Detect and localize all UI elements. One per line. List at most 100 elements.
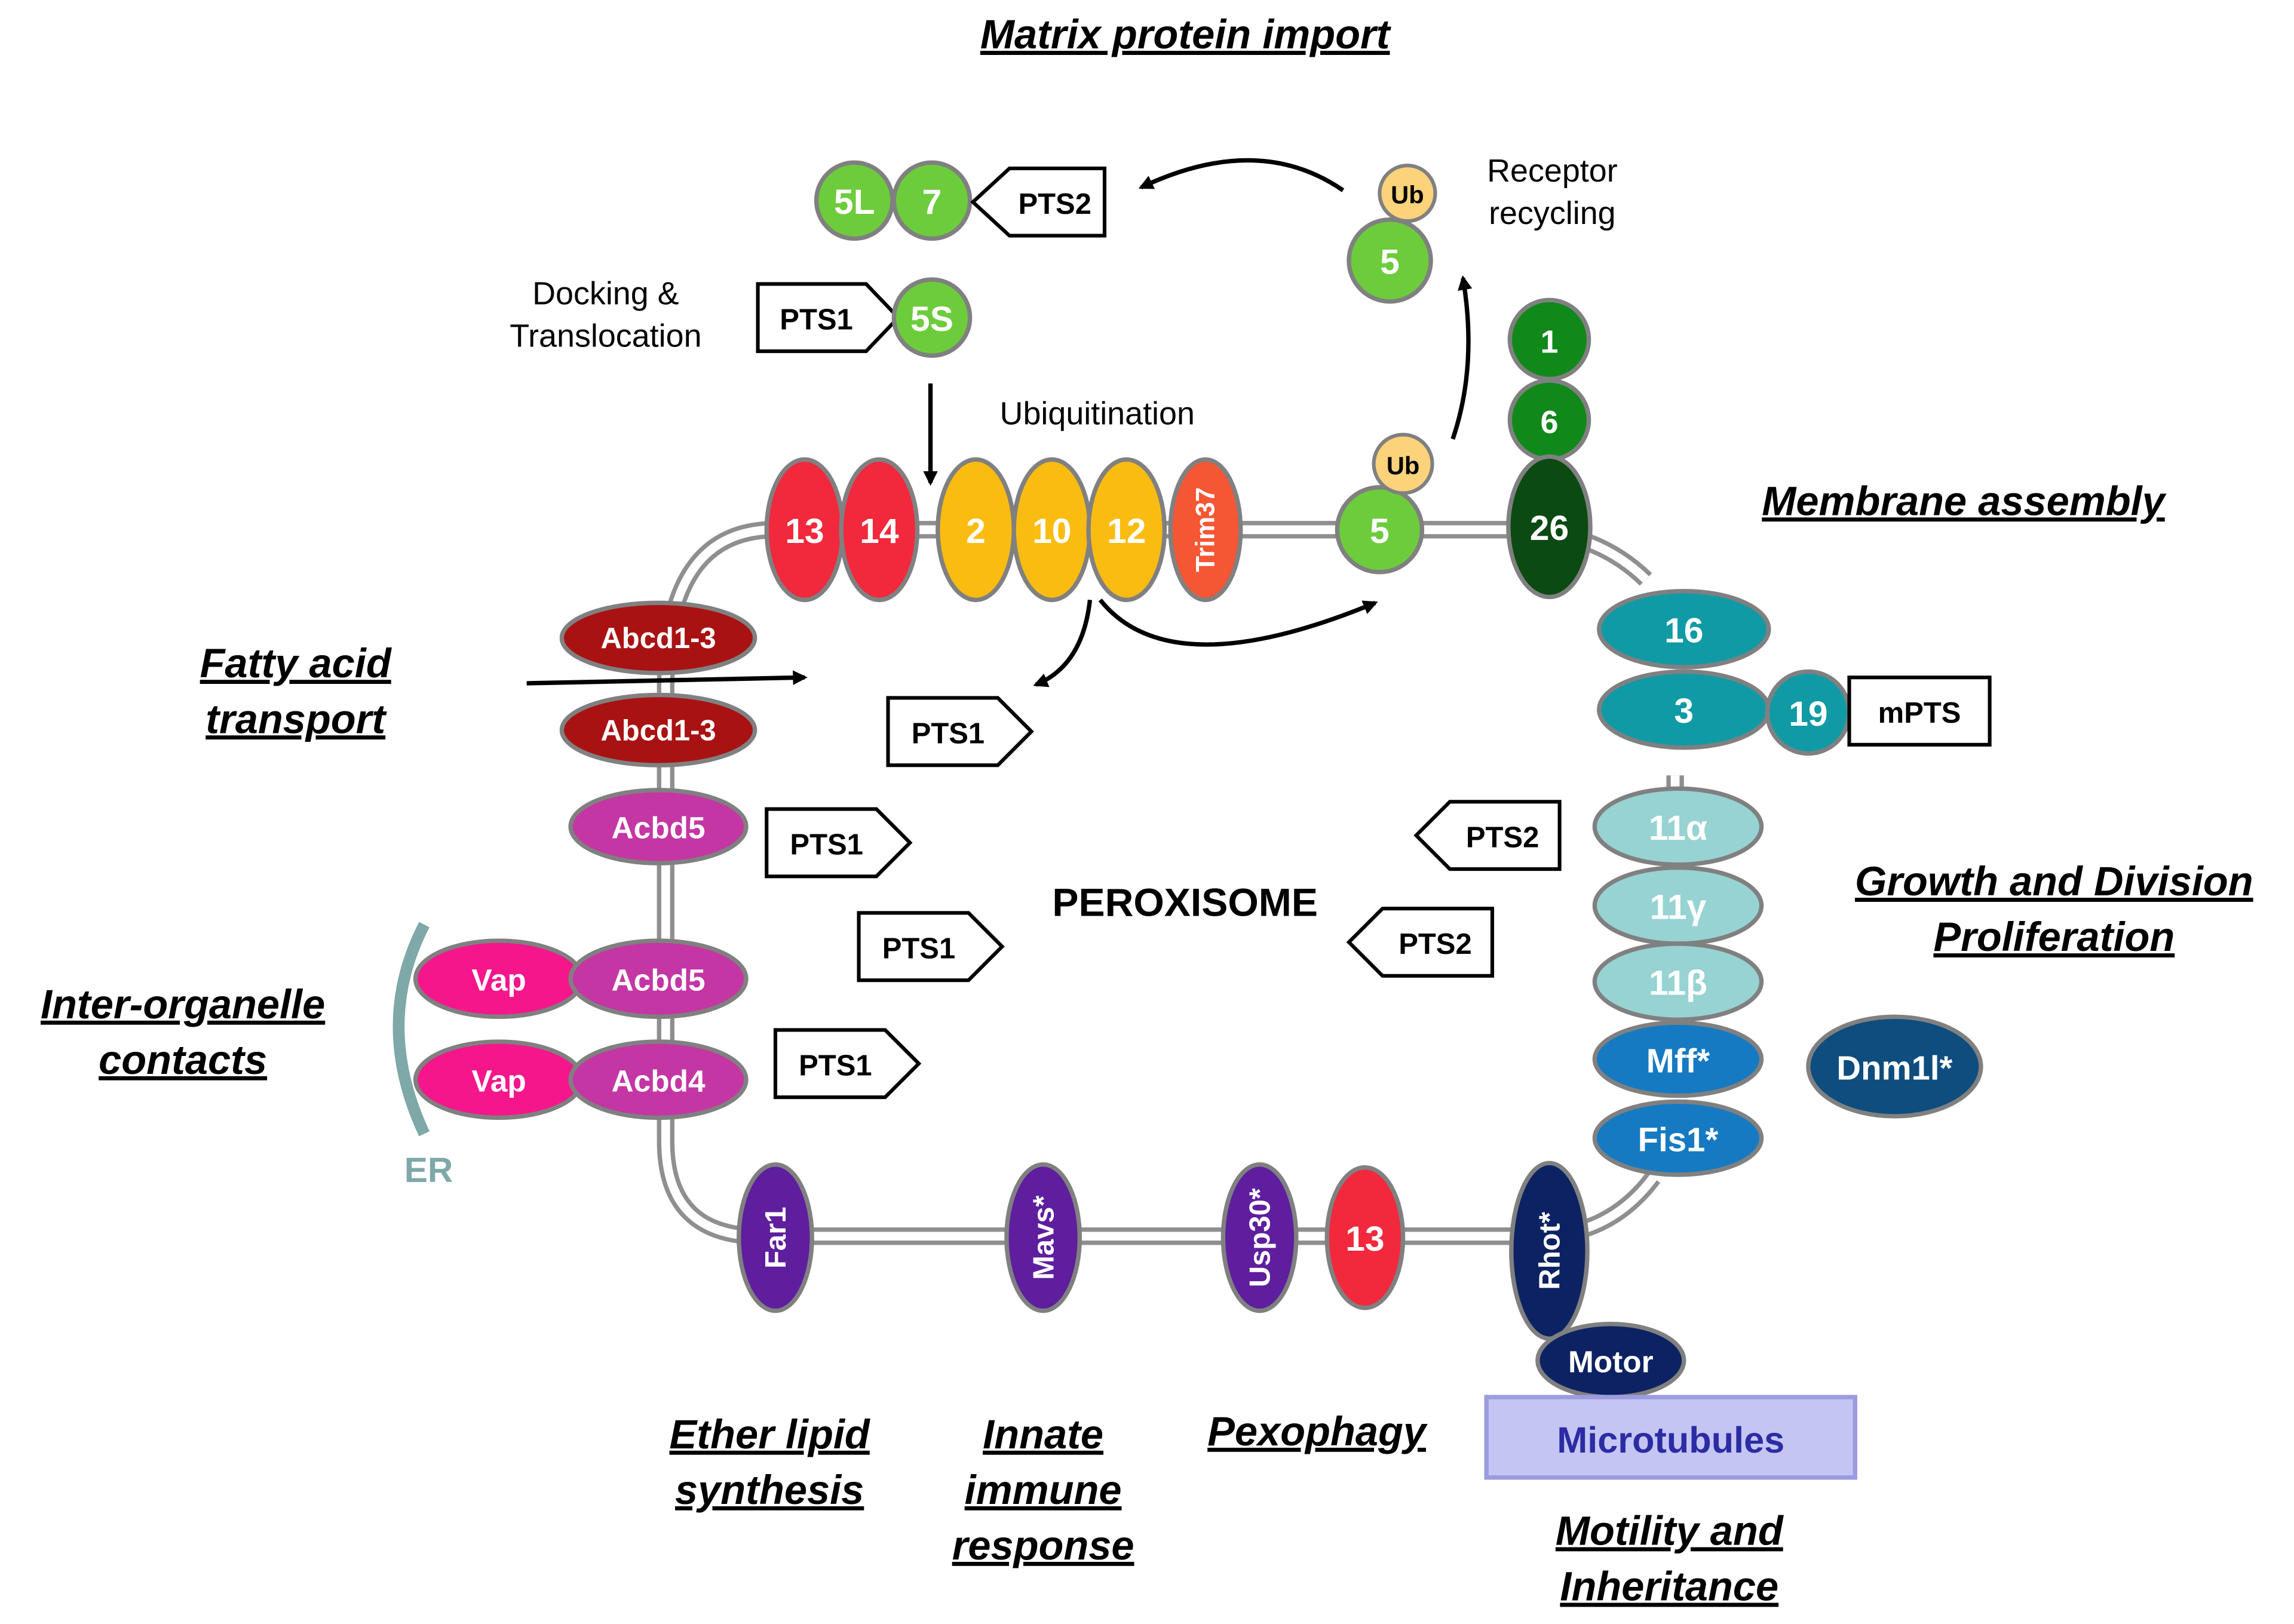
caption-membrane-assembly: Membrane assembly [1762, 478, 2166, 524]
svg-text:Motor: Motor [1568, 1344, 1654, 1379]
svg-text:13: 13 [1345, 1220, 1384, 1258]
svg-text:5S: 5S [910, 300, 953, 339]
svg-text:Dnm1l*: Dnm1l* [1836, 1049, 1952, 1087]
node-pex26: 26 [1506, 454, 1593, 600]
svg-text:PTS2: PTS2 [1399, 928, 1471, 960]
node-ub-membrane: Ub [1372, 432, 1434, 495]
svg-text:5L: 5L [834, 183, 875, 222]
svg-text:Acbd5: Acbd5 [611, 962, 705, 997]
svg-text:11β: 11β [1649, 964, 1707, 1003]
node-ub-recycled: Ub [1378, 163, 1437, 223]
node-pex5s: 5S [891, 277, 973, 358]
er-membrane [392, 922, 430, 1137]
caption-fatty-acid-2: transport [206, 696, 387, 742]
svg-text:Usp30*: Usp30* [1244, 1187, 1277, 1287]
signal-pts1-b: PTS1 [857, 911, 1005, 983]
docking-label-2: Translocation [510, 318, 701, 354]
svg-text:Mff*: Mff* [1646, 1042, 1710, 1079]
node-pex6: 6 [1507, 378, 1591, 462]
microtubules-box: Microtubules [1484, 1395, 1857, 1480]
node-pex7: 7 [891, 160, 973, 241]
svg-text:3: 3 [1674, 692, 1694, 730]
signal-pts1-a: PTS1 [765, 807, 913, 879]
node-vap-bottom: Vap [413, 1039, 585, 1120]
caption-fatty-acid-1: Fatty acid [200, 640, 392, 686]
node-far1: Far1 [737, 1162, 814, 1313]
caption-motility-2: Inheritance [1560, 1564, 1778, 1610]
svg-text:Vap: Vap [471, 962, 526, 997]
caption-motility-1: Motility and [1556, 1508, 1784, 1554]
recycling-label-1: Receptor [1487, 153, 1618, 189]
signal-pts1-c: PTS1 [773, 1028, 922, 1100]
svg-text:PTS1: PTS1 [912, 717, 985, 750]
svg-text:Fis1*: Fis1* [1638, 1121, 1719, 1159]
peroxisome-label: PEROXISOME [1052, 880, 1318, 925]
svg-text:7: 7 [922, 183, 942, 222]
svg-text:Far1: Far1 [760, 1207, 792, 1268]
node-mavs: Mavs* [1004, 1162, 1082, 1313]
node-vap-top: Vap [413, 938, 585, 1020]
node-pex5l: 5L [814, 160, 895, 241]
ubiquitination-arrow-right [1098, 598, 1378, 647]
svg-text:Ub: Ub [1391, 181, 1424, 209]
caption-matrix-protein-import: Matrix protein import [980, 11, 1392, 57]
recycling-arrow-up [1450, 275, 1473, 440]
node-rhot: Rhot* [1509, 1161, 1590, 1341]
node-pex5-membrane: 5 [1335, 485, 1425, 575]
caption-ether-lipid-1: Ether lipid [670, 1411, 871, 1457]
node-pex10: 10 [1011, 457, 1093, 603]
signal-pts1-released: PTS1 [886, 696, 1034, 768]
node-motor: Motor [1535, 1321, 1686, 1399]
caption-ether-lipid-2: synthesis [675, 1467, 864, 1513]
node-pex5-recycled: 5 [1347, 217, 1433, 304]
arrows [526, 158, 1473, 687]
svg-text:1: 1 [1540, 324, 1558, 360]
svg-text:Abcd1-3: Abcd1-3 [600, 715, 716, 747]
node-pex14: 14 [839, 457, 920, 603]
svg-text:PTS1: PTS1 [790, 829, 863, 861]
node-acbd5-top: Acbd5 [568, 788, 749, 865]
svg-text:26: 26 [1530, 509, 1569, 548]
svg-text:Mavs*: Mavs* [1028, 1195, 1060, 1279]
node-pex13-bottom: 13 [1324, 1165, 1406, 1310]
er-label: ER [404, 1151, 453, 1190]
svg-text:PTS2: PTS2 [1466, 821, 1539, 854]
docking-label-1: Docking & [532, 276, 679, 312]
node-pex2: 2 [936, 457, 1016, 603]
svg-text:Microtubules: Microtubules [1557, 1420, 1784, 1460]
svg-text:13: 13 [785, 512, 824, 551]
node-mff: Mff* [1592, 1020, 1764, 1098]
node-pex12: 12 [1086, 457, 1167, 603]
svg-text:11α: 11α [1649, 809, 1707, 848]
node-abcd-top: Abcd1-3 [559, 600, 757, 676]
svg-text:PTS2: PTS2 [1018, 188, 1091, 220]
svg-text:16: 16 [1664, 611, 1703, 650]
svg-text:11γ: 11γ [1650, 888, 1707, 926]
recycling-arrow-to-pex7 [1138, 158, 1345, 192]
fatty-acid-arrow [526, 670, 808, 686]
svg-text:5: 5 [1380, 242, 1400, 281]
svg-text:Abcd1-3: Abcd1-3 [600, 622, 716, 655]
node-fis1: Fis1* [1592, 1099, 1764, 1177]
node-acbd4: Acbd4 [568, 1039, 749, 1120]
signal-pts2-top: PTS2 [970, 166, 1107, 238]
svg-text:mPTS: mPTS [1878, 697, 1961, 729]
svg-text:10: 10 [1032, 512, 1071, 551]
caption-growth-1: Growth and Division [1855, 858, 2253, 904]
signal-pts2-a: PTS2 [1413, 800, 1562, 871]
svg-text:PTS1: PTS1 [780, 303, 852, 336]
node-pex13-top: 13 [764, 457, 845, 603]
signal-mpts: mPTS [1847, 676, 1992, 747]
ubiquitination-arrow-pts1 [1033, 599, 1093, 687]
node-acbd5-bottom: Acbd5 [568, 938, 749, 1020]
svg-text:6: 6 [1540, 404, 1558, 440]
node-usp30: Usp30* [1220, 1162, 1299, 1313]
svg-text:Trim37: Trim37 [1191, 487, 1220, 572]
svg-text:PTS1: PTS1 [882, 932, 955, 965]
node-pex11b: 11β [1592, 941, 1764, 1022]
signal-pts1-top: PTS1 [756, 282, 901, 354]
node-dnm1l: Dnm1l* [1806, 1014, 1983, 1119]
svg-text:PTS1: PTS1 [799, 1049, 872, 1082]
signal-pts2-b: PTS2 [1346, 907, 1495, 978]
